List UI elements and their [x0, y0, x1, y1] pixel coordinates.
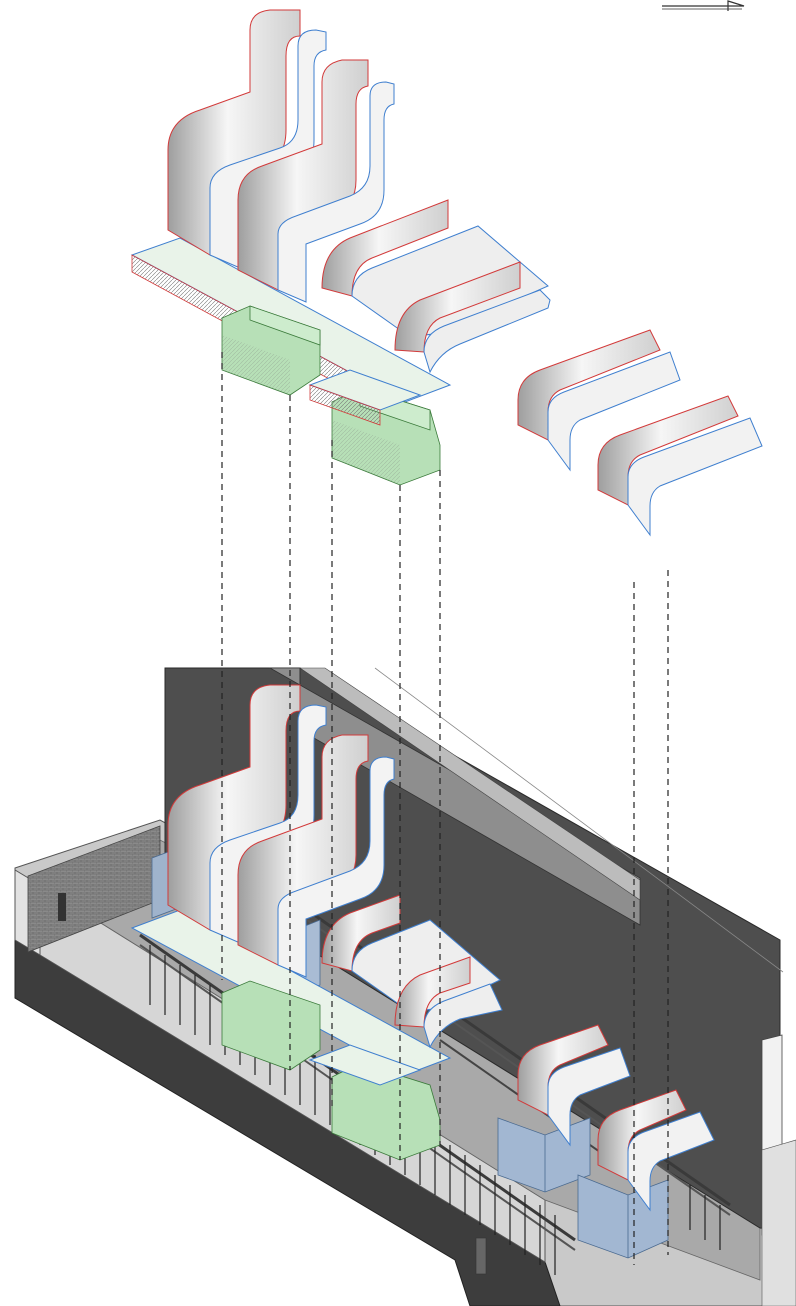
elbow-duct-right-2: [597, 395, 763, 537]
elbow-duct-right-1: [517, 329, 681, 472]
branch-duct-1: [321, 199, 549, 336]
wall-column: [58, 893, 66, 921]
door: [475, 1237, 487, 1275]
riser-duct-2: [237, 59, 395, 303]
exploded-duct-assembly: [130, 9, 763, 537]
north-arrow-icon: [662, 0, 745, 11]
terminal-box-1: [221, 305, 321, 396]
projection-guides: [221, 352, 669, 1265]
branch-duct-2: [394, 261, 551, 374]
